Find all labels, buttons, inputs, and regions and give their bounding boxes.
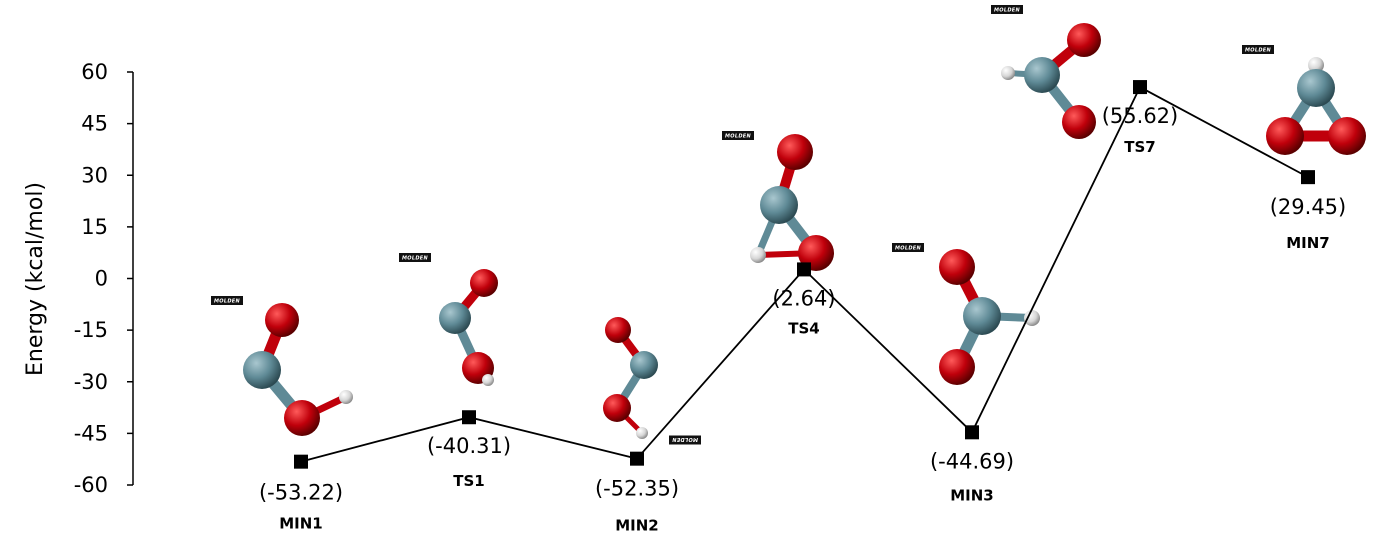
y-tick-label: -45: [74, 421, 108, 445]
y-axis: 60 45 30 15 0 -15 -30 -45 -60 Energy (kcal/mol): [23, 60, 134, 497]
molecule-ts1: [439, 269, 498, 386]
y-tick-label: 0: [95, 267, 108, 291]
molecule-illustrations: [243, 23, 1366, 439]
y-tick-label: 60: [81, 60, 108, 84]
value-label-min1: (-53.22): [259, 481, 343, 505]
y-axis-label: Energy (kcal/mol): [23, 182, 48, 376]
svg-text:MOLDEN: MOLDEN: [672, 436, 698, 442]
svg-text:MOLDEN: MOLDEN: [214, 299, 240, 305]
svg-text:MOLDEN: MOLDEN: [402, 256, 428, 262]
molden-watermark-min7: MOLDEN: [1242, 45, 1274, 54]
y-tick-label: -60: [74, 473, 108, 497]
molecule-min2: [603, 317, 658, 439]
marker-ts7: [1133, 80, 1147, 95]
svg-text:MOLDEN: MOLDEN: [725, 134, 751, 140]
value-label-ts1: (-40.31): [427, 434, 511, 458]
value-label-min7: (29.45): [1270, 195, 1347, 219]
value-label-ts4: (2.64): [772, 286, 835, 310]
svg-text:MOLDEN: MOLDEN: [1245, 48, 1271, 54]
point-label-ts1: TS1: [453, 472, 484, 490]
molden-watermark-min2: MOLDEN: [669, 435, 701, 445]
point-label-min1: MIN1: [279, 515, 323, 533]
molecule-min7: [1266, 57, 1366, 155]
point-label-ts4: TS4: [788, 319, 819, 337]
marker-ts4: [797, 262, 811, 277]
molden-watermark-min1: MOLDEN: [211, 296, 243, 305]
marker-ts1: [462, 410, 476, 425]
value-label-min2: (-52.35): [595, 477, 679, 501]
molden-watermarks: MOLDEN MOLDEN MOLDEN MOLDEN MOLDEN MOLDE…: [211, 5, 1274, 445]
svg-text:MOLDEN: MOLDEN: [994, 8, 1020, 14]
series-markers: [294, 80, 1315, 469]
marker-min3: [965, 425, 979, 440]
value-label-ts7: (55.62): [1102, 104, 1179, 128]
y-tick-label: 45: [81, 112, 108, 136]
point-label-min2: MIN2: [615, 517, 659, 535]
y-tick-label: 15: [81, 215, 108, 239]
molecule-ts7: [1001, 23, 1101, 139]
molden-watermark-min3: MOLDEN: [892, 243, 924, 252]
molecule-min3: [939, 249, 1040, 385]
value-label-min3: (-44.69): [930, 449, 1014, 473]
y-tick-label: -30: [74, 370, 108, 394]
point-label-min7: MIN7: [1286, 234, 1330, 252]
molden-watermark-ts1: MOLDEN: [399, 253, 431, 262]
series-labels: (-53.22) MIN1 (-40.31) TS1 (-52.35) MIN2 (2.64…: [259, 104, 1346, 535]
svg-text:MOLDEN: MOLDEN: [895, 246, 921, 252]
molecule-ts4: [750, 134, 834, 271]
y-tick-label: 30: [81, 163, 108, 187]
point-label-min3: MIN3: [950, 486, 994, 504]
marker-min7: [1301, 170, 1315, 185]
energy-series: (-53.22) MIN1 (-40.31) TS1 (-52.35) MIN2 (2.64…: [259, 80, 1346, 535]
molden-watermark-ts7: MOLDEN: [991, 5, 1023, 14]
marker-min2: [630, 451, 644, 466]
molecule-min1: [243, 303, 353, 436]
point-label-ts7: TS7: [1124, 138, 1155, 156]
y-ticks: 60 45 30 15 0 -15 -30 -45 -60: [74, 60, 133, 497]
marker-min1: [294, 454, 308, 469]
y-tick-label: -15: [74, 318, 108, 342]
molden-watermark-ts4: MOLDEN: [722, 131, 754, 140]
